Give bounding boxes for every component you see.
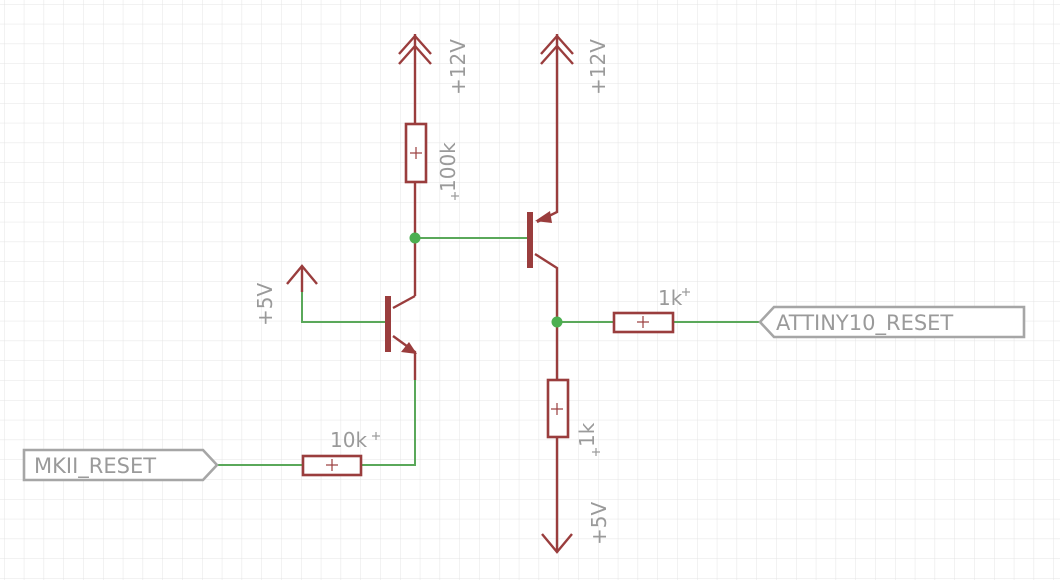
resistor-10k: 10k <box>301 428 380 477</box>
wires <box>217 237 760 466</box>
resistor-1k-pulldown: 1k <box>541 322 600 554</box>
supply-5v-bottom-label: +5V <box>587 502 611 545</box>
resistor-1k-series: 1k <box>612 286 690 334</box>
transistor-npn-left <box>385 238 417 380</box>
resistor-1k-pulldown-label: 1k <box>575 422 599 447</box>
supply-12v-left: +12V <box>398 34 470 124</box>
junction-dot-right <box>551 316 563 328</box>
port-attiny10-reset-label: ATTINY10_RESET <box>776 311 953 336</box>
resistor-100k: 100k <box>404 122 460 238</box>
junction-dot-left <box>409 232 421 244</box>
supply-12v-left-label: +12V <box>446 39 470 95</box>
port-mkii-reset-label: MKII_RESET <box>34 454 156 479</box>
resistor-10k-label: 10k <box>330 428 367 452</box>
port-mkii-reset: MKII_RESET <box>22 448 219 482</box>
supply-5v-bottom: +5V <box>587 502 611 545</box>
supply-12v-right-label: +12V <box>586 39 610 95</box>
resistor-100k-label: 100k <box>436 142 460 192</box>
resistor-1k-series-label: 1k <box>658 286 683 310</box>
supply-5v-left: +5V <box>253 264 318 326</box>
supply-5v-left-label: +5V <box>253 283 277 326</box>
transistor-pnp-right <box>527 211 559 322</box>
port-attiny10-reset: ATTINY10_RESET <box>758 305 1026 339</box>
